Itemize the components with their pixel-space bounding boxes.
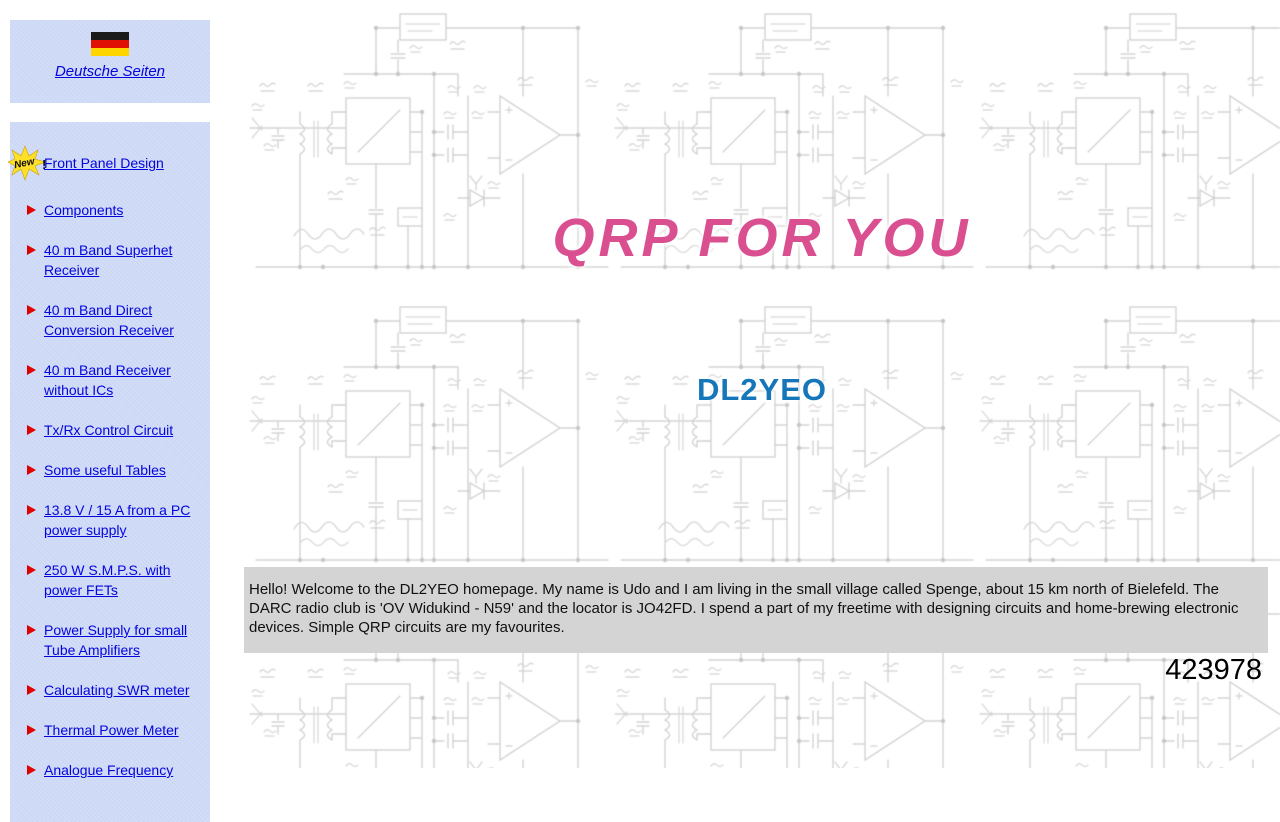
visitor-counter: 423978 <box>1165 654 1262 686</box>
sidebar-item-40m-receiver-without-ics[interactable]: 40 m Band Receiver without ICs <box>27 360 206 400</box>
sidebar-item-40m-superhet-receiver[interactable]: 40 m Band Superhet Receiver <box>27 240 206 280</box>
sidebar-item-analogue-frequency[interactable]: Analogue Frequency <box>27 760 206 780</box>
red-arrow-bullet-icon <box>27 365 36 375</box>
sidebar-link[interactable]: Some useful Tables <box>44 462 166 478</box>
red-arrow-bullet-icon <box>27 625 36 635</box>
sidebar-link[interactable]: 40 m Band Receiver without ICs <box>44 362 171 398</box>
sidebar-item-calculating-swr-meter[interactable]: Calculating SWR meter <box>27 680 206 700</box>
red-arrow-bullet-icon <box>27 425 36 435</box>
sidebar-link[interactable]: Components <box>44 202 124 218</box>
sidebar-link[interactable]: 250 W S.M.P.S. with power FETs <box>44 562 171 598</box>
sidebar-item-pc-power-supply[interactable]: 13.8 V / 15 A from a PC power supply <box>27 500 206 540</box>
sidebar-item-thermal-power-meter[interactable]: Thermal Power Meter <box>27 720 206 740</box>
red-arrow-bullet-icon <box>27 565 36 575</box>
sidebar-link[interactable]: Front Panel Design <box>44 155 164 171</box>
sidebar-item-components[interactable]: Components <box>27 200 206 220</box>
sidebar-item-some-useful-tables[interactable]: Some useful Tables <box>27 460 206 480</box>
red-arrow-bullet-icon <box>27 205 36 215</box>
sidebar-item-txrx-control-circuit[interactable]: Tx/Rx Control Circuit <box>27 420 206 440</box>
sidebar-link[interactable]: Tx/Rx Control Circuit <box>44 422 174 438</box>
welcome-text: Hello! Welcome to the DL2YEO homepage. M… <box>249 581 1239 636</box>
flag-red-stripe <box>91 40 129 48</box>
sidebar-link[interactable]: Power Supply for small Tube Amplifiers <box>44 622 188 658</box>
sidebar-link[interactable]: Analogue Frequency <box>44 762 174 778</box>
sidebar-item-front-panel-design[interactable]: New ! Front Panel Design <box>8 145 206 181</box>
navigation-menu: New ! Front Panel Design Components 40 m… <box>8 122 210 780</box>
deutsche-seiten-link[interactable]: Deutsche Seiten <box>54 63 166 80</box>
sidebar-link[interactable]: 40 m Band Superhet Receiver <box>44 242 173 278</box>
sidebar-link[interactable]: 13.8 V / 15 A from a PC power supply <box>44 502 191 538</box>
new-badge-text: New <box>13 156 37 171</box>
welcome-text-box: Hello! Welcome to the DL2YEO homepage. M… <box>244 567 1268 653</box>
sidebar-item-250w-smps[interactable]: 250 W S.M.P.S. with power FETs <box>27 560 206 600</box>
red-arrow-bullet-icon <box>27 765 36 775</box>
sidebar-link[interactable]: Calculating SWR meter <box>44 682 190 698</box>
page-title: QRP FOR YOU <box>552 208 972 268</box>
red-arrow-bullet-icon <box>27 725 36 735</box>
main-content: QRP FOR YOU DL2YEO Hello! Welcome to the… <box>244 0 1280 768</box>
flag-gold-stripe <box>91 48 129 56</box>
red-arrow-bullet-icon <box>27 245 36 255</box>
sidebar-item-40m-direct-conversion-receiver[interactable]: 40 m Band Direct Conversion Receiver <box>27 300 206 340</box>
language-box: Deutsche Seiten <box>10 20 210 103</box>
qrp-homepage: { "header": { "title": "QRP FOR YOU", "c… <box>8 0 1280 822</box>
callsign-subtitle: DL2YEO <box>696 372 828 407</box>
flag-black-stripe <box>91 32 129 40</box>
sidebar-item-tube-amp-power-supply[interactable]: Power Supply for small Tube Amplifiers <box>27 620 206 660</box>
red-arrow-bullet-icon <box>27 465 36 475</box>
red-arrow-bullet-icon <box>27 505 36 515</box>
navigation-menu-box: New ! Front Panel Design Components 40 m… <box>8 122 210 822</box>
german-flag-icon[interactable] <box>91 32 129 56</box>
red-arrow-bullet-icon <box>27 305 36 315</box>
red-arrow-bullet-icon <box>27 685 36 695</box>
sidebar-link[interactable]: Thermal Power Meter <box>44 722 179 738</box>
sidebar-link[interactable]: 40 m Band Direct Conversion Receiver <box>44 302 174 338</box>
